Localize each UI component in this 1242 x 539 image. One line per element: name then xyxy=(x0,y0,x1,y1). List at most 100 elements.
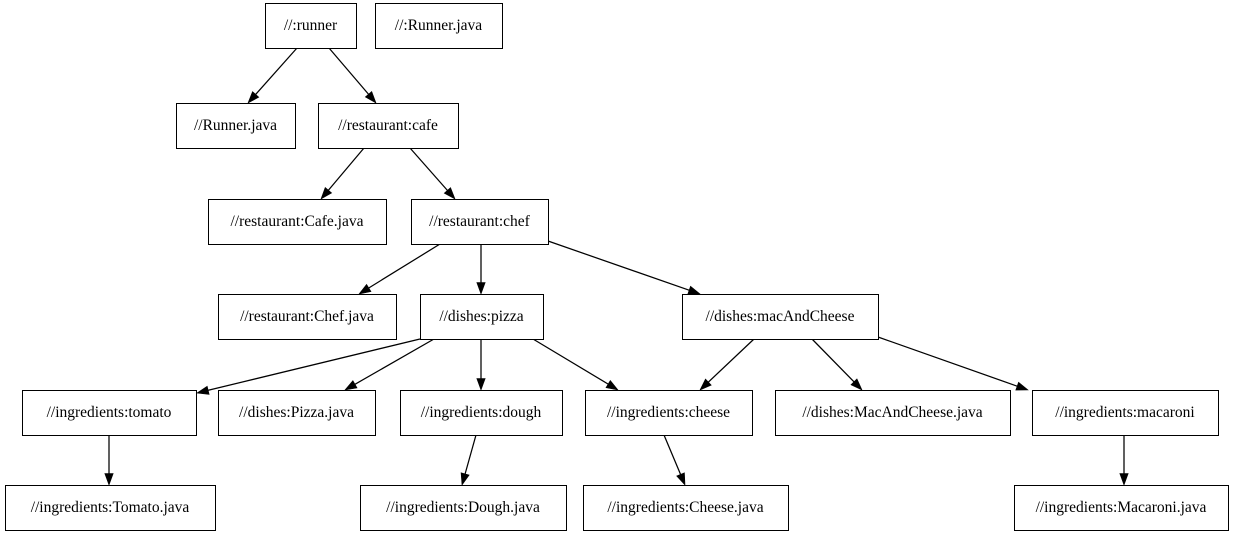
graph-node-ing_tomato[interactable]: //ingredients:tomato xyxy=(21,389,198,437)
edge-arrowhead xyxy=(358,283,372,295)
node-label: //ingredients:Dough.java xyxy=(386,499,540,516)
edge-line xyxy=(254,47,298,96)
node-label: //dishes:pizza xyxy=(439,308,523,325)
node-box xyxy=(207,198,388,246)
node-box xyxy=(399,389,564,437)
node-box xyxy=(175,102,297,150)
graph-edge: //restaurant:chef → //dishes:pizza xyxy=(476,244,486,295)
edge-arrowhead xyxy=(1119,473,1129,486)
graph-node-chef_java[interactable]: //restaurant:Chef.java xyxy=(217,293,398,341)
graph-node-restaurant_chef[interactable]: //restaurant:chef xyxy=(410,198,550,246)
graph-edge: //ingredients:cheese → //ingredients:Che… xyxy=(663,434,686,486)
graph-node-dishes_pizza[interactable]: //dishes:pizza xyxy=(419,293,545,341)
graph-node-ing_macaroni[interactable]: //ingredients:macaroni xyxy=(1031,389,1220,437)
edge-line xyxy=(326,147,365,192)
node-label: //restaurant:Chef.java xyxy=(240,308,374,325)
node-box xyxy=(1031,389,1220,437)
graph-node-macaroni_java[interactable]: //ingredients:Macaroni.java xyxy=(1013,484,1230,532)
node-label: //dishes:Pizza.java xyxy=(239,404,354,421)
edge-arrowhead xyxy=(476,378,486,391)
edge-arrowhead xyxy=(320,186,333,200)
node-box xyxy=(419,293,545,341)
edge-arrowhead xyxy=(104,473,114,486)
edge-line xyxy=(532,338,610,386)
graph-edge: //ingredients:macaroni → //ingredients:M… xyxy=(1119,435,1129,486)
edge-line xyxy=(706,338,755,384)
graph-edge: //dishes:macAndCheese → //ingredients:ma… xyxy=(877,336,1029,391)
node-label: //:runner xyxy=(284,17,338,34)
edge-arrowhead xyxy=(196,385,210,395)
graph-node-root_runner_java[interactable]: //:Runner.java xyxy=(374,2,504,50)
graph-edge: //dishes:pizza → //ingredients:cheese xyxy=(532,338,619,391)
node-box xyxy=(217,293,398,341)
edge-line xyxy=(464,434,477,476)
node-box xyxy=(582,484,790,532)
edge-arrowhead xyxy=(247,91,260,104)
graph-edge: //restaurant:cafe → //restaurant:chef xyxy=(409,147,456,200)
node-label: //restaurant:chef xyxy=(429,213,531,230)
edge-line xyxy=(328,47,370,96)
graph-node-mac_java[interactable]: //dishes:MacAndCheese.java xyxy=(774,389,1012,437)
edge-arrowhead xyxy=(364,91,377,104)
graph-node-cafe_java[interactable]: //restaurant:Cafe.java xyxy=(207,198,388,246)
graph-edge: //:runner → //restaurant:cafe xyxy=(328,47,377,104)
graph-node-runner_java[interactable]: //Runner.java xyxy=(175,102,297,150)
node-label: //ingredients:Macaroni.java xyxy=(1036,499,1207,516)
graph-node-tomato_java[interactable]: //ingredients:Tomato.java xyxy=(4,484,217,532)
edge-line xyxy=(353,338,435,386)
graph-edge: //dishes:pizza → //ingredients:dough xyxy=(476,339,486,391)
graph-node-dishes_mac[interactable]: //dishes:macAndCheese xyxy=(681,293,880,341)
graph-node-runner[interactable]: //:runner xyxy=(264,2,358,50)
node-label: //ingredients:tomato xyxy=(47,404,172,421)
graph-node-pizza_java[interactable]: //dishes:Pizza.java xyxy=(217,389,377,437)
node-box xyxy=(359,484,568,532)
edge-arrowhead xyxy=(850,378,863,391)
node-label: //dishes:macAndCheese xyxy=(706,308,855,325)
graph-edge: //restaurant:cafe → //restaurant:Cafe.ja… xyxy=(320,147,365,200)
node-label: //:Runner.java xyxy=(395,17,483,34)
graph-node-ing_cheese[interactable]: //ingredients:cheese xyxy=(584,389,754,437)
graph-node-restaurant_cafe[interactable]: //restaurant:cafe xyxy=(317,102,460,150)
edge-arrowhead xyxy=(699,378,712,391)
node-label: //Runner.java xyxy=(194,117,277,134)
node-label: //restaurant:cafe xyxy=(338,117,438,134)
node-box xyxy=(774,389,1012,437)
graph-edge: //:runner → //Runner.java xyxy=(247,47,298,104)
edge-line xyxy=(877,336,1019,388)
node-label: //ingredients:Cheese.java xyxy=(607,499,763,516)
graph-node-ing_dough[interactable]: //ingredients:dough xyxy=(399,389,564,437)
node-box xyxy=(21,389,198,437)
node-box xyxy=(4,484,217,532)
edge-arrowhead xyxy=(605,379,619,391)
node-box xyxy=(317,102,460,150)
node-box xyxy=(584,389,754,437)
graph-node-dough_java[interactable]: //ingredients:Dough.java xyxy=(359,484,568,532)
edge-arrowhead xyxy=(443,187,456,200)
node-label: //dishes:MacAndCheese.java xyxy=(802,404,982,421)
graph-edge: //restaurant:chef → //restaurant:Chef.ja… xyxy=(358,243,441,295)
edge-arrowhead xyxy=(1015,381,1029,391)
edge-arrowhead xyxy=(344,380,358,391)
node-label: //restaurant:Cafe.java xyxy=(231,213,364,230)
edge-line xyxy=(547,240,691,292)
graph-edge: //dishes:pizza → //ingredients:tomato xyxy=(196,338,421,395)
node-label: //ingredients:macaroni xyxy=(1055,404,1195,421)
node-box xyxy=(264,2,358,50)
edge-line xyxy=(663,434,682,477)
node-box xyxy=(1013,484,1230,532)
edge-line xyxy=(206,338,421,392)
edge-line xyxy=(367,243,441,290)
node-label: //ingredients:dough xyxy=(421,404,542,421)
graph-edge: //dishes:pizza → //dishes:Pizza.java xyxy=(344,338,435,391)
graph-node-cheese_java[interactable]: //ingredients:Cheese.java xyxy=(582,484,790,532)
graph-edge: //ingredients:tomato → //ingredients:Tom… xyxy=(104,435,114,486)
edge-arrowhead xyxy=(476,282,486,295)
node-label: //ingredients:cheese xyxy=(607,404,730,421)
node-box xyxy=(217,389,377,437)
edge-line xyxy=(409,147,449,192)
nodes-layer: //:runner //:Runner.java //Runner.java //re… xyxy=(4,2,1230,532)
graph-edge: //ingredients:dough → //ingredients:Doug… xyxy=(460,434,477,486)
node-box xyxy=(681,293,880,341)
graph-edge: //dishes:macAndCheese → //dishes:MacAndC… xyxy=(811,338,863,391)
